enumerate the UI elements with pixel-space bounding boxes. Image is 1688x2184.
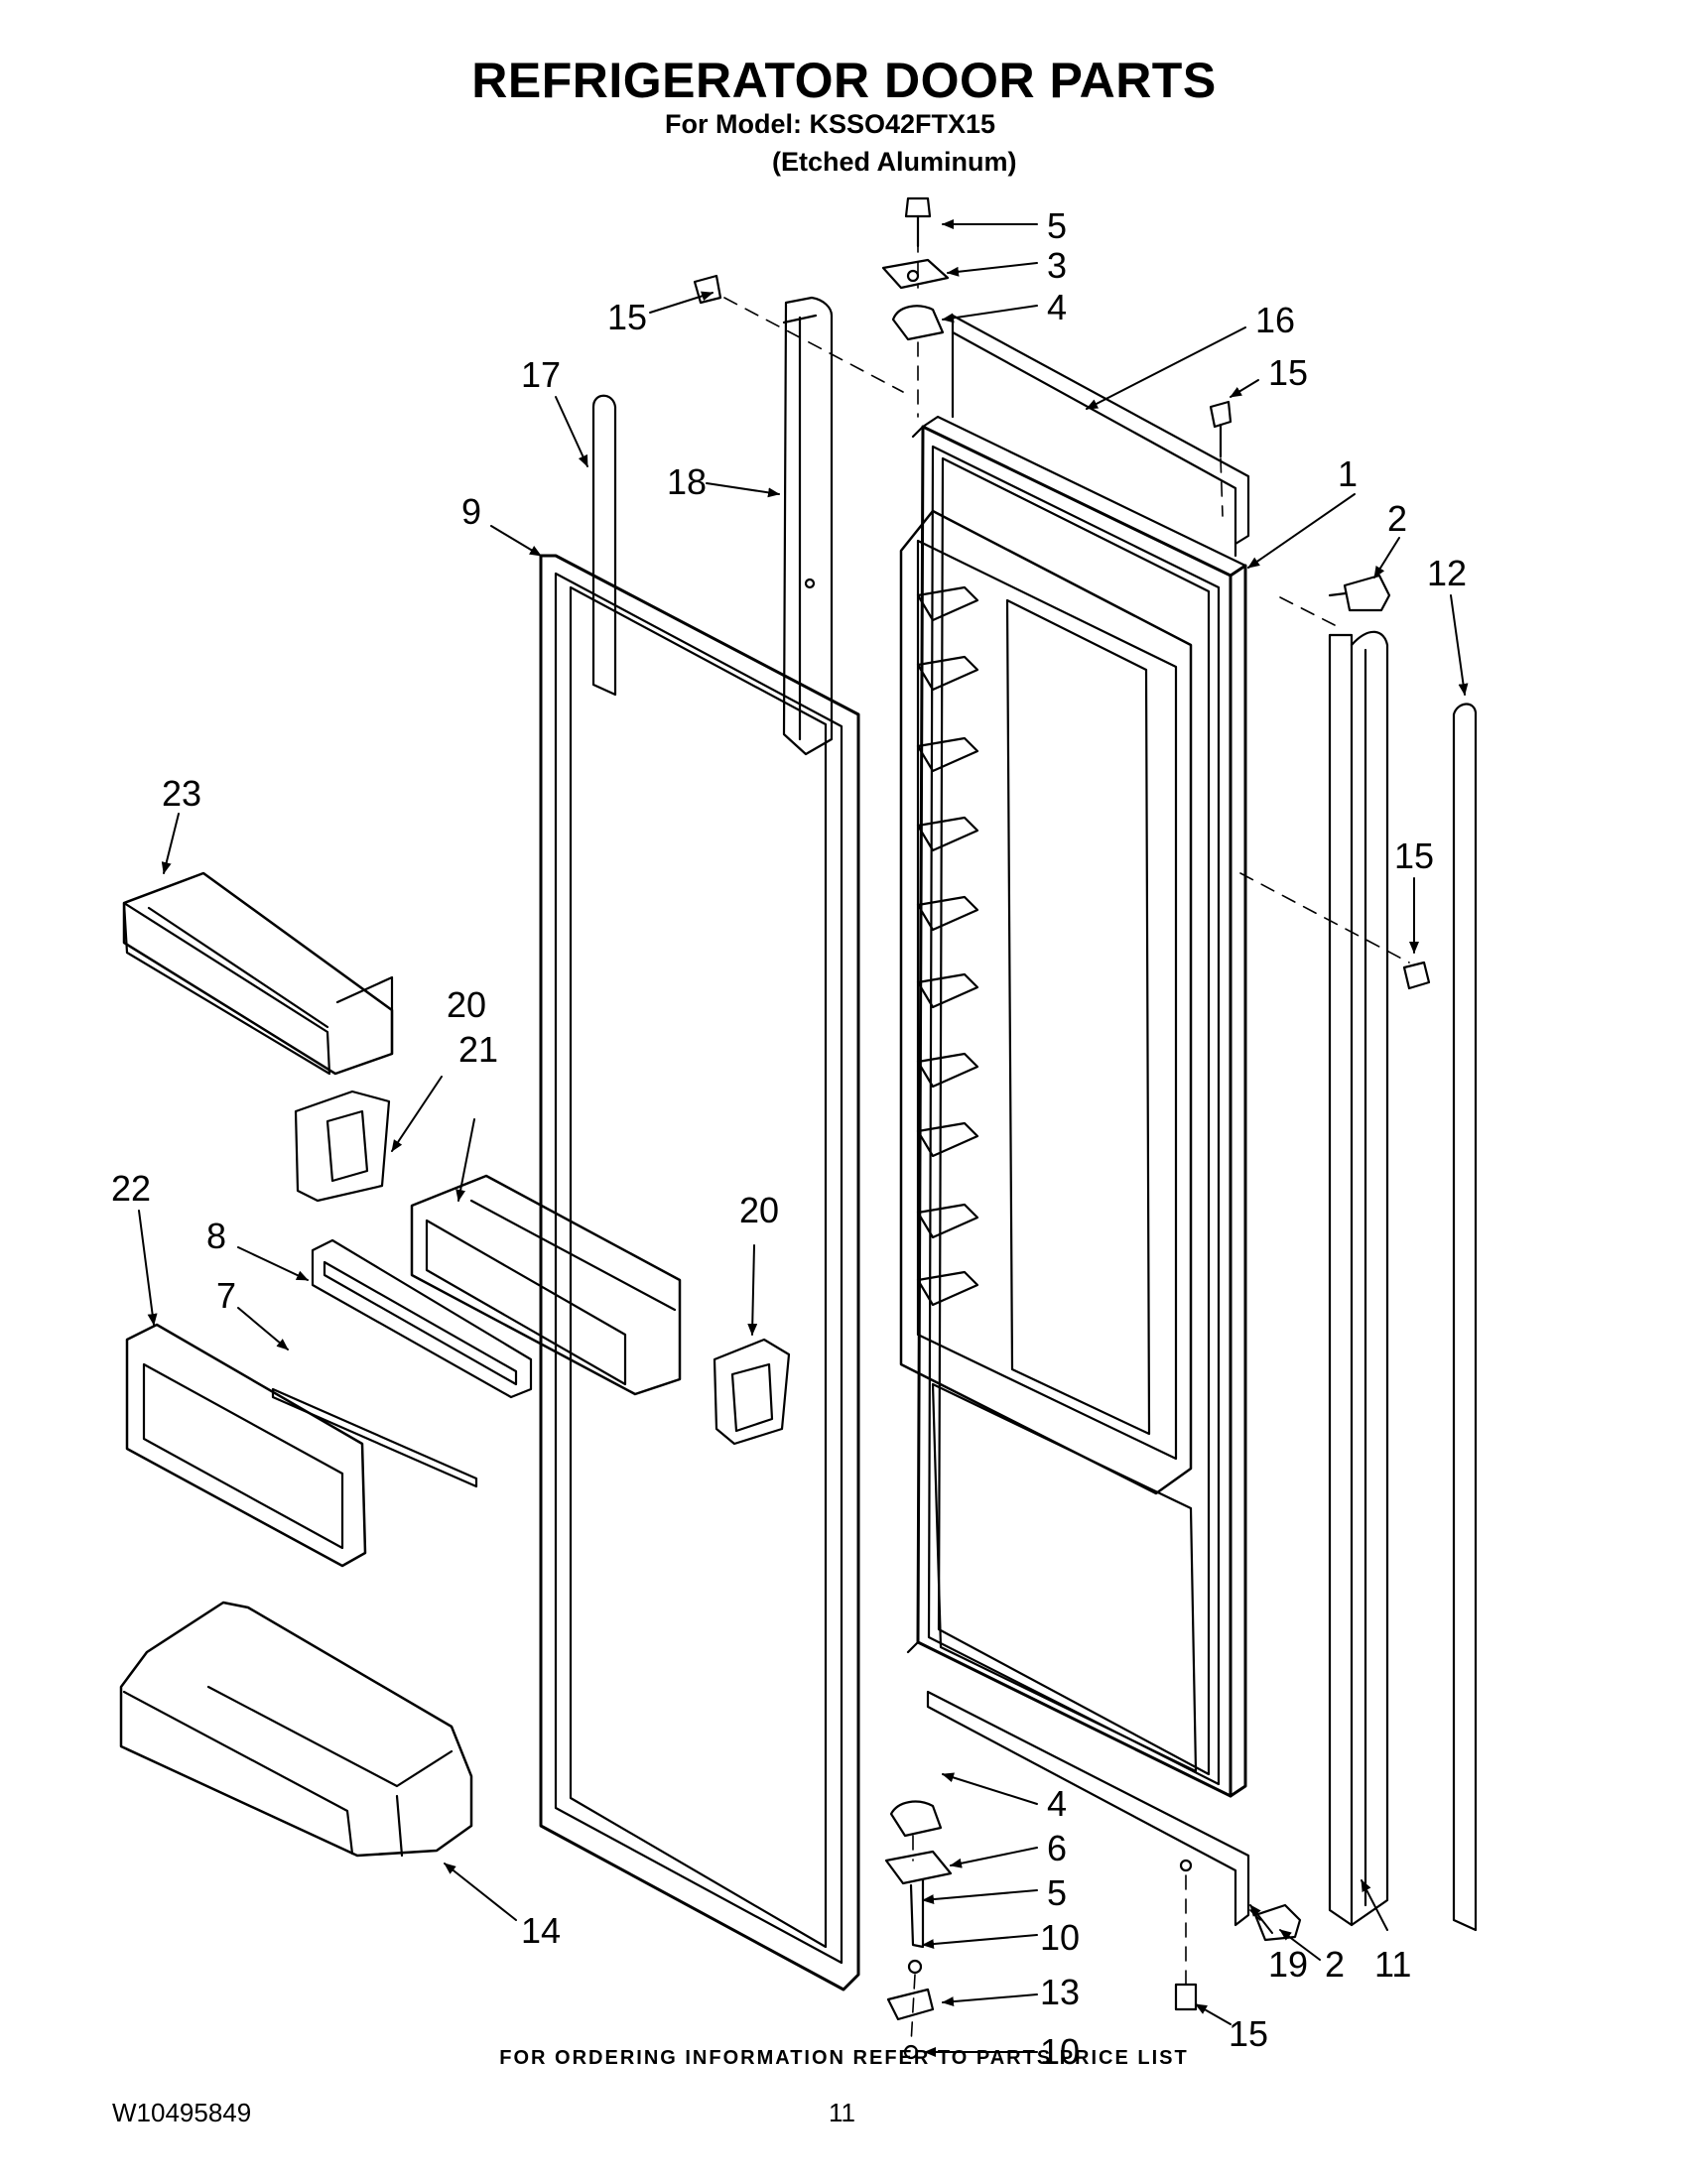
frame-part-8 [311, 1238, 533, 1399]
callout-10-lower: 10 [1040, 2031, 1080, 2072]
side-trim-part-11 [1328, 630, 1389, 1927]
finish-line: (Etched Aluminum) [772, 147, 1017, 177]
callout-15-top-left: 15 [607, 297, 647, 337]
container-part-20-right [713, 1338, 791, 1446]
callout-5-top: 5 [1047, 205, 1067, 246]
callout-20-right: 20 [739, 1190, 779, 1230]
callout-labels: 5 3 4 15 16 15 17 18 1 9 2 12 23 15 20 2… [111, 205, 1467, 2072]
page-title: REFRIGERATOR DOOR PARTS [471, 53, 1217, 108]
callout-2-bottom: 2 [1325, 1944, 1345, 1985]
door-bin-part-23 [122, 871, 394, 1076]
bin-front-part-22 [125, 1323, 367, 1568]
callout-10-upper: 10 [1040, 1917, 1080, 1958]
callout-12: 12 [1427, 553, 1467, 593]
callout-9: 9 [461, 491, 481, 532]
callout-15-bottom: 15 [1229, 2013, 1268, 2054]
callout-15-right: 15 [1394, 835, 1434, 876]
callout-22: 22 [111, 1168, 151, 1209]
callout-11: 11 [1374, 1944, 1411, 1985]
callout-2-top: 2 [1387, 498, 1407, 539]
callout-13: 13 [1040, 1972, 1080, 2012]
hinge-cap-part-2-top [1328, 574, 1391, 612]
callout-23: 23 [162, 773, 201, 814]
callout-4-bottom: 4 [1047, 1783, 1067, 1824]
tray-part-21 [410, 1174, 682, 1396]
liner-shelf-rails [916, 585, 979, 1307]
screws [693, 274, 1431, 2011]
door-liner-part-1 [899, 415, 1247, 1798]
trim-strip-part-17 [591, 394, 617, 697]
strip-part-7 [271, 1387, 478, 1488]
callout-4-top: 4 [1047, 287, 1067, 327]
door-bin-part-14 [119, 1601, 473, 1858]
callout-15-top-right: 15 [1268, 352, 1308, 393]
top-bracket-part-16 [951, 314, 1250, 558]
callout-18: 18 [667, 461, 707, 502]
callout-3: 3 [1047, 245, 1067, 286]
document-number: W10495849 [112, 2098, 252, 2127]
callout-8: 8 [206, 1216, 226, 1256]
model-number-line: For Model: KSSO42FTX15 [665, 109, 996, 139]
bottom-hinge-parts [884, 1800, 953, 2060]
top-hinge-parts [881, 196, 950, 341]
page-number: 11 [829, 2098, 855, 2127]
handle-trim-part-18 [782, 296, 834, 756]
callout-5-bottom: 5 [1047, 1872, 1067, 1913]
callout-1: 1 [1338, 453, 1358, 494]
callout-17: 17 [521, 354, 561, 395]
trim-strip-part-12 [1452, 703, 1478, 1932]
callout-16: 16 [1255, 300, 1295, 340]
container-part-20-left [294, 1090, 391, 1203]
callout-14: 14 [521, 1910, 561, 1951]
hinge-cap-part-2-bottom [1253, 1903, 1302, 1942]
bottom-bracket-part-19 [926, 1690, 1250, 1927]
leader-lines [138, 219, 1469, 2057]
callout-6: 6 [1047, 1828, 1067, 1868]
callout-19: 19 [1268, 1944, 1308, 1985]
callout-21: 21 [458, 1029, 498, 1070]
callout-7: 7 [216, 1275, 236, 1316]
callout-20-left: 20 [447, 984, 486, 1025]
assembly-dashed-lines [723, 237, 1410, 2045]
ordering-note: FOR ORDERING INFORMATION REFER TO PARTS … [499, 2047, 1189, 2069]
door-gasket-part-9 [539, 554, 860, 1991]
